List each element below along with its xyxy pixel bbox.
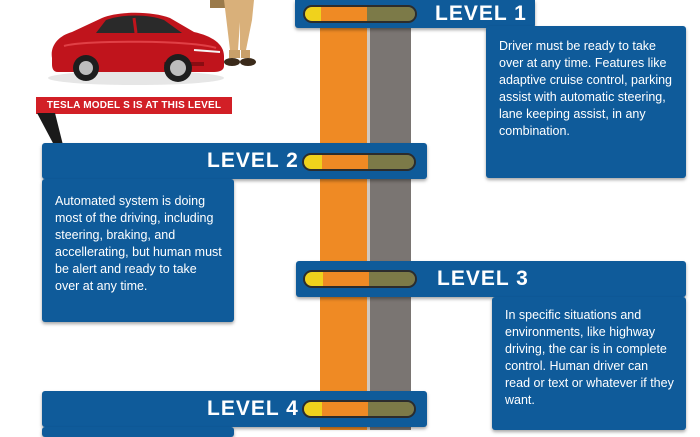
level-3-label: LEVEL 3 (437, 267, 529, 290)
person-icon (210, 0, 256, 66)
level-4-label: LEVEL 4 (207, 397, 299, 420)
level-1-header: LEVEL 1 (295, 0, 535, 28)
level-2-label: LEVEL 2 (207, 149, 299, 172)
tesla-callout: TESLA MODEL S IS AT THIS LEVEL (36, 97, 232, 114)
level-1-indicator (303, 5, 417, 23)
car-icon (48, 12, 224, 85)
level-3-description-box: In specific situations and environments,… (492, 297, 686, 430)
road-gray-lane (367, 0, 411, 430)
level-2-indicator (302, 153, 416, 171)
level-1-description: Driver must be ready to take over at any… (499, 39, 673, 138)
level-4-description-box (42, 427, 234, 437)
level-2-description: Automated system is doing most of the dr… (55, 194, 222, 293)
level-3-indicator (303, 270, 417, 288)
level-1-label: LEVEL 1 (435, 2, 527, 25)
level-2-description-box: Automated system is doing most of the dr… (42, 179, 234, 322)
level-3-description: In specific situations and environments,… (505, 308, 674, 407)
level-4-indicator (302, 400, 416, 418)
level-1-description-box: Driver must be ready to take over at any… (486, 26, 686, 178)
road-orange-lane (320, 0, 367, 430)
